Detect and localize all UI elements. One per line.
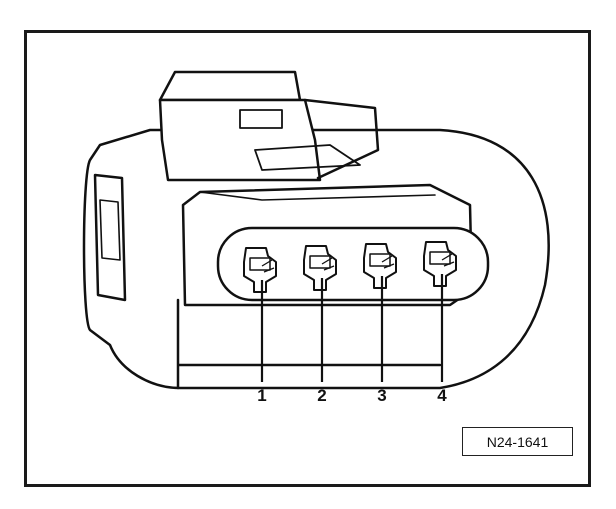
pin-label-4: 4 <box>437 386 447 405</box>
figure-reference-code: N24-1641 <box>462 427 573 456</box>
pin-label-3: 3 <box>377 386 387 405</box>
pin-socket-1 <box>243 247 277 293</box>
pin-socket-3 <box>363 243 397 289</box>
housing-lower-ridge <box>176 298 442 390</box>
pin-label-2: 2 <box>317 386 327 405</box>
locking-tab <box>158 70 302 102</box>
pin-carrier <box>216 226 490 302</box>
side-latch <box>93 173 127 302</box>
pin-label-1: 1 <box>257 386 267 405</box>
pin-socket-2 <box>303 245 337 291</box>
pin-socket-4 <box>423 241 457 287</box>
